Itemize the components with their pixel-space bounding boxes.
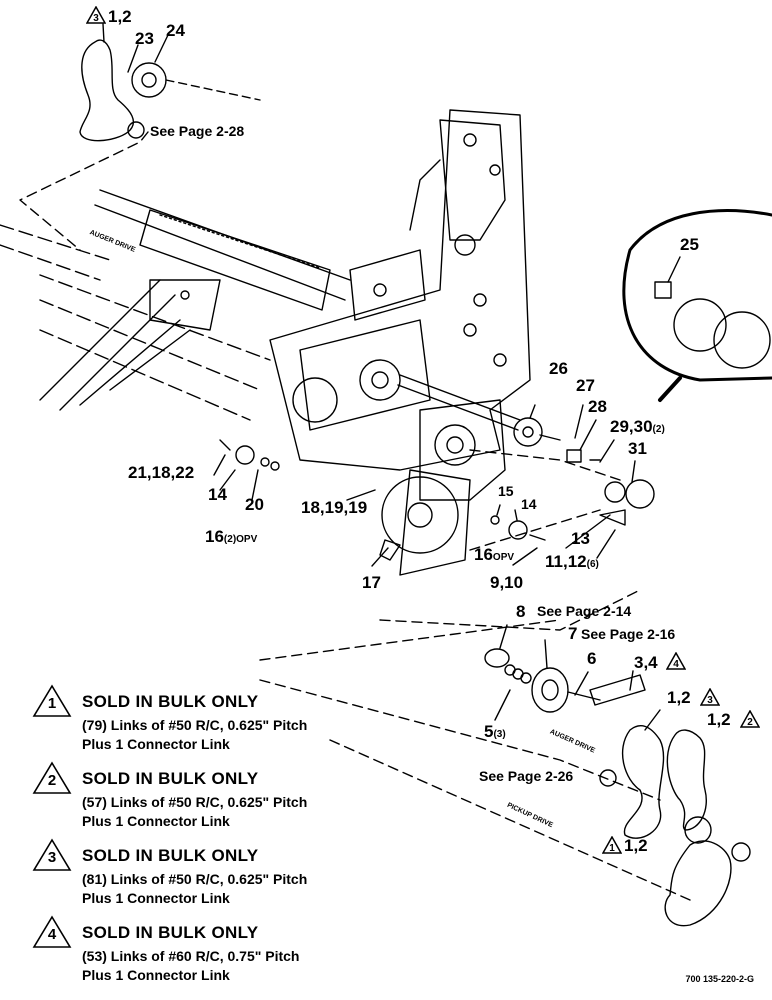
callout-1-2-marker3: 1,2 [667, 688, 691, 707]
callout-7: 7 [568, 624, 578, 643]
note-2-triangle: 2 [32, 761, 72, 795]
chain-notes: 1 SOLD IN BULK ONLY (79) Links of #50 R/… [32, 684, 362, 992]
bearing-8 [484, 648, 510, 668]
sprocket-17-wheel [381, 476, 459, 554]
note-1-line2: Plus 1 Connector Link [82, 736, 230, 752]
sprocket-14b [508, 520, 528, 540]
see-page-2-14: See Page 2-14 [537, 603, 632, 619]
triangle-marker-1: 1 [602, 836, 622, 854]
idler-sprocket [599, 769, 617, 787]
svg-text:4: 4 [673, 659, 679, 670]
callout-16-right-qty: OPV [492, 552, 515, 563]
see-page-2-26: See Page 2-26 [479, 768, 574, 784]
callout-6: 6 [587, 649, 597, 668]
callout-29-30-qty: (2) [652, 424, 665, 435]
callout-9-10: 9,10 [490, 573, 524, 592]
sprocket-small-top [127, 121, 145, 139]
callout-24: 24 [166, 21, 185, 40]
callout-15: 15 [498, 483, 514, 499]
callout-11-12-qty: (6) [586, 559, 599, 570]
note-1-number: 1 [47, 695, 57, 712]
callout-31: 31 [628, 439, 647, 458]
note-1-heading: SOLD IN BULK ONLY [82, 692, 259, 711]
triangle-marker-3-lower: 3 [700, 688, 720, 706]
see-page-2-16: See Page 2-16 [581, 626, 676, 642]
sprocket-31 [625, 479, 655, 509]
note-3-line2: Plus 1 Connector Link [82, 890, 230, 906]
callout-18-19-19: 18,19,19 [301, 498, 368, 517]
callout-13: 13 [571, 529, 590, 548]
chain-4 [589, 674, 646, 706]
callout-1-2-marker1: 1,2 [624, 836, 648, 855]
note-4-heading: SOLD IN BULK ONLY [82, 923, 259, 942]
note-2-line1: (57) Links of #50 R/C, 0.625" Pitch [82, 794, 308, 810]
note-2-heading: SOLD IN BULK ONLY [82, 769, 259, 788]
note-2: 2 SOLD IN BULK ONLY (57) Links of #50 R/… [32, 761, 362, 838]
callout-1-2-top: 1,2 [108, 7, 132, 26]
note-2-line2: Plus 1 Connector Link [82, 813, 230, 829]
callout-3-4: 3,4 [634, 653, 658, 672]
callout-20: 20 [245, 495, 264, 514]
callout-23: 23 [135, 29, 154, 48]
triangle-marker-2: 2 [740, 710, 760, 728]
callout-16-left-qty: (2)OPV [223, 534, 258, 545]
note-4-triangle: 4 [32, 915, 72, 949]
svg-text:3: 3 [93, 13, 99, 24]
callout-17: 17 [362, 573, 381, 592]
main-shaft [397, 374, 521, 431]
chain-loop-top [79, 39, 134, 142]
callout-29-30: 29,30(2) [610, 417, 665, 436]
sprocket-26 [513, 417, 543, 447]
lower-gearbox [399, 469, 471, 576]
note-1-line1: (79) Links of #50 R/C, 0.625" Pitch [82, 717, 308, 733]
note-3-triangle: 3 [32, 838, 72, 872]
gearbox [419, 399, 506, 501]
note-4-line1: (53) Links of #60 R/C, 0.75" Pitch [82, 948, 300, 964]
callout-21-18-22: 21,18,22 [128, 463, 195, 482]
note-1: 1 SOLD IN BULK ONLY (79) Links of #50 R/… [32, 684, 362, 761]
svg-text:3: 3 [707, 695, 713, 706]
callout-16-left: 16(2)OPV [205, 527, 258, 546]
sprocket-24 [131, 62, 167, 98]
triangle-marker-4: 4 [666, 652, 686, 670]
callout-5: 5(3) [484, 722, 506, 741]
note-4: 4 SOLD IN BULK ONLY (53) Links of #60 R/… [32, 915, 362, 992]
note-2-number: 2 [47, 772, 57, 789]
callout-16-right: 16OPV [474, 545, 515, 564]
note-1-triangle: 1 [32, 684, 72, 718]
chain-loop-3 [621, 724, 665, 839]
callout-8: 8 [516, 602, 526, 621]
main-housing [269, 109, 531, 471]
callout-28: 28 [588, 397, 607, 416]
svg-text:2: 2 [747, 717, 753, 728]
callout-26: 26 [549, 359, 568, 378]
hub-7 [531, 667, 569, 713]
note-4-number: 4 [47, 926, 57, 943]
callout-25: 25 [680, 235, 699, 254]
chain-loop-2 [666, 729, 707, 831]
note-3-heading: SOLD IN BULK ONLY [82, 846, 259, 865]
callout-14-right: 14 [521, 496, 537, 512]
callout-11-12: 11,12(6) [545, 552, 599, 571]
detail-circle [622, 209, 772, 382]
triangle-marker-3-top: 3 [86, 6, 106, 24]
note-3: 3 SOLD IN BULK ONLY (81) Links of #50 R/… [32, 838, 362, 915]
chain-loop-1 [664, 840, 732, 927]
see-page-2-28: See Page 2-28 [150, 123, 245, 139]
note-3-number: 3 [47, 849, 57, 866]
figure-id: 700 135-220-2-G [685, 974, 754, 984]
auger-tube [94, 189, 351, 301]
note-3-line1: (81) Links of #50 R/C, 0.625" Pitch [82, 871, 308, 887]
callout-14-left: 14 [208, 485, 227, 504]
note-4-line2: Plus 1 Connector Link [82, 967, 230, 983]
callout-1-2-marker2: 1,2 [707, 710, 731, 729]
svg-text:1: 1 [609, 843, 615, 854]
callout-5-qty: (3) [493, 729, 506, 740]
callout-27: 27 [576, 376, 595, 395]
